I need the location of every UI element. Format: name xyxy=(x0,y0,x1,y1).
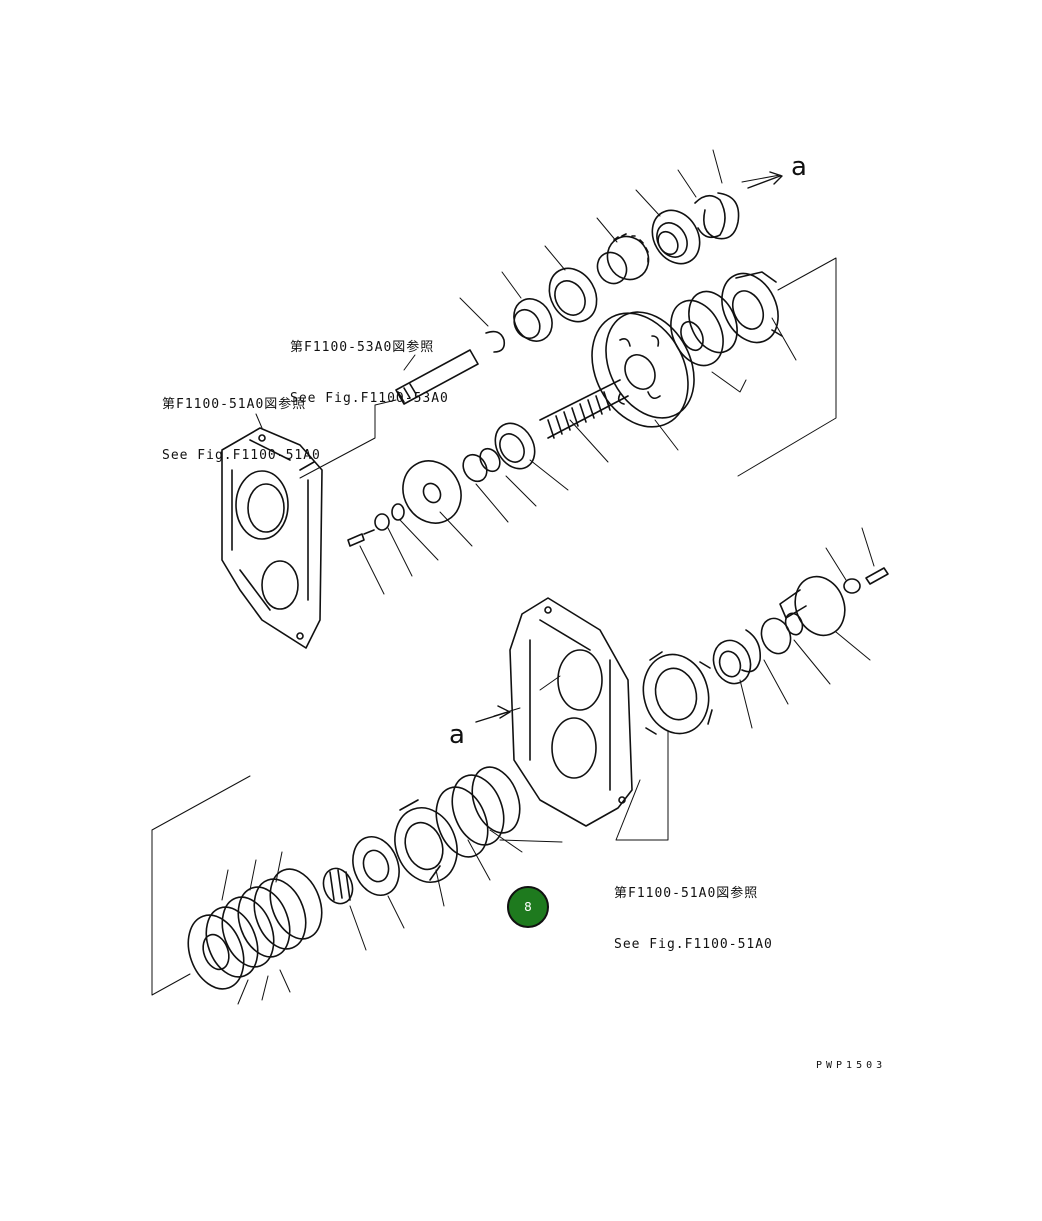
snap-ring-small xyxy=(485,330,506,353)
arrow-bottom xyxy=(475,705,511,723)
bearing-cap xyxy=(721,271,783,344)
pinion-gear xyxy=(596,233,650,285)
reference-left-en: See Fig.F1100-51A0 xyxy=(162,448,321,463)
reference-top-en: See Fig.F1100-53A0 xyxy=(290,391,449,406)
reference-left: 第F1100-51A0図参照 See Fig.F1100-51A0 xyxy=(162,362,321,481)
seal-retainer xyxy=(402,460,462,524)
bearing-carrier xyxy=(642,651,713,735)
reference-top-jp: 第F1100-53A0図参照 xyxy=(290,340,435,355)
housing-left xyxy=(221,427,323,649)
reference-bottom: 第F1100-51A0図参照 See Fig.F1100-51A0 xyxy=(614,851,773,970)
thrust-washers xyxy=(670,290,738,367)
drawing-code: PWP1503 xyxy=(816,1060,887,1071)
bearing-top xyxy=(651,209,701,265)
snap-ring-right xyxy=(741,612,804,673)
marker-a-bottom: a xyxy=(449,720,465,750)
flange xyxy=(779,575,846,637)
bolt-right xyxy=(865,567,889,585)
reference-bottom-jp: 第F1100-51A0図参照 xyxy=(614,886,759,901)
reference-bottom-en: See Fig.F1100-51A0 xyxy=(614,937,773,952)
rings-lower xyxy=(435,766,521,858)
page-badge[interactable]: 8 xyxy=(507,886,549,928)
leader-lines-lower xyxy=(151,527,875,1005)
collar xyxy=(513,298,553,342)
clutch-plates xyxy=(187,868,323,990)
piston xyxy=(352,836,400,896)
output-shaft xyxy=(539,379,629,439)
large-gear xyxy=(591,311,695,428)
bolt-left xyxy=(347,529,375,547)
washer-right xyxy=(843,578,861,594)
bearing-lower xyxy=(494,422,536,470)
input-shaft xyxy=(395,349,479,405)
marker-a-top: a xyxy=(791,152,807,182)
clutch-hub xyxy=(394,799,458,883)
washer-small xyxy=(374,503,405,531)
bearing-right xyxy=(712,639,752,685)
reference-left-jp: 第F1100-51A0図参照 xyxy=(162,397,307,412)
page-badge-label: 8 xyxy=(524,900,532,914)
needle-bearing xyxy=(322,867,354,905)
reference-top: 第F1100-53A0図参照 See Fig.F1100-53A0 xyxy=(290,305,449,424)
leader-lines-upper xyxy=(255,149,837,595)
snap-ring-top xyxy=(694,192,740,240)
arrow-top xyxy=(747,171,783,189)
bearing-mid xyxy=(548,267,598,323)
snap-ring-lower xyxy=(462,447,501,483)
housing-right xyxy=(509,597,633,827)
